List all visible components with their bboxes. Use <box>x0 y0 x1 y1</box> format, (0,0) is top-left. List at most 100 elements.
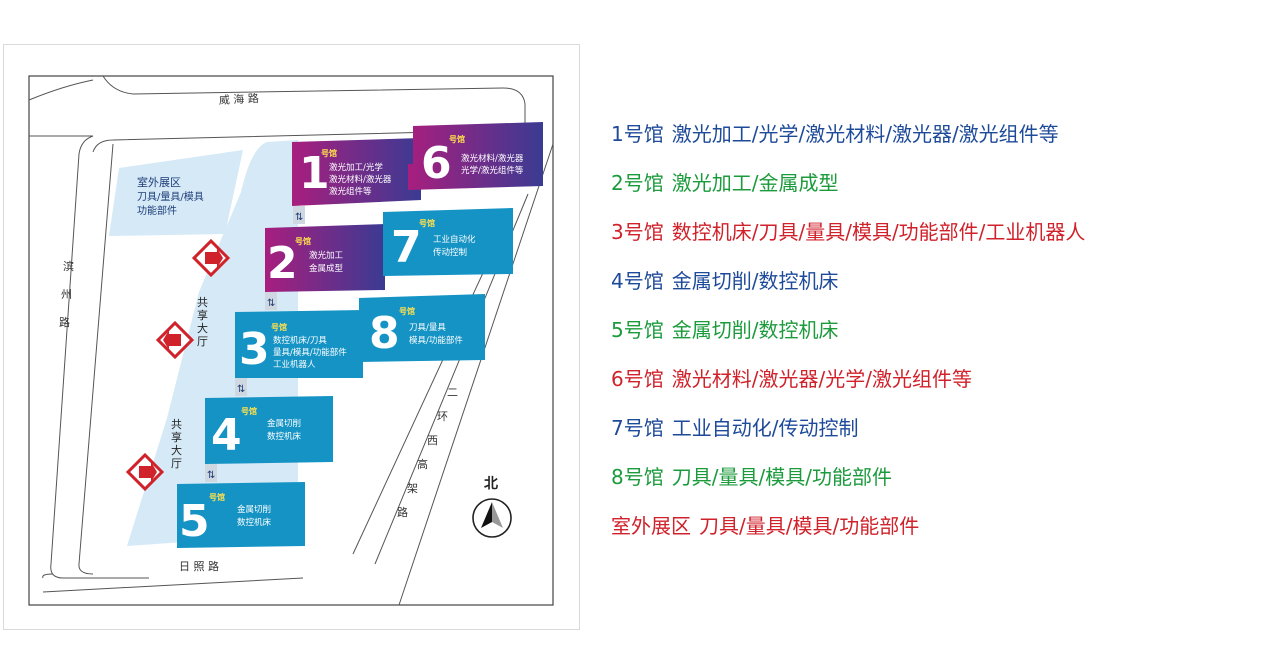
hall-desc: 数控机床 <box>237 517 272 528</box>
legend-item: 8号馆刀具/量具/模具/功能部件 <box>611 461 1085 510</box>
hall-5[interactable]: 5 号馆 金属切削 数控机床 <box>177 482 305 548</box>
hall-desc: 刀具/量具 <box>409 323 446 333</box>
legend-text: 工业自动化/传动控制 <box>671 416 859 440</box>
hall-6[interactable]: 6 号馆 激光材料/激光器 光学/激光组件等 <box>408 122 543 190</box>
hall-desc: 模具/功能部件 <box>409 335 463 346</box>
escalator-icon: ⇅ <box>295 212 303 223</box>
lobby-label-char: 大 <box>171 443 182 457</box>
lobby-label-bottom: 共 享 大 厅 <box>171 418 182 470</box>
site-boundary <box>28 75 554 606</box>
hall-2[interactable]: 2 号馆 激光加工 金属成型 <box>265 224 385 292</box>
escalator-icon: ⇅ <box>207 470 215 481</box>
hall-desc: 金属切削 <box>237 504 271 515</box>
hall-number: 6 <box>421 138 452 189</box>
legend-item: 4号馆金属切削/数控机床 <box>611 265 1085 314</box>
compass-label: 北 <box>484 476 498 492</box>
outdoor-area[interactable] <box>109 150 243 236</box>
legend-hall: 室外展区 <box>611 514 691 538</box>
legend-hall: 2号馆 <box>611 171 664 195</box>
road-east-edge-1 <box>398 143 554 606</box>
lobby-label-char: 享 <box>197 308 208 322</box>
hall-desc: 工业机器人 <box>273 359 316 370</box>
hall-tag: 号馆 <box>271 322 287 332</box>
hall-number: 5 <box>179 496 210 547</box>
hall-desc: 数控机床/刀具 <box>273 335 327 346</box>
escalator-icon <box>205 464 217 482</box>
entrance-arrow-icon <box>163 330 181 350</box>
hall-1[interactable]: 1 号馆 激光加工/光学 激光材料/激光器 激光组件等 <box>292 138 421 206</box>
legend-text: 刀具/量具/模具/功能部件 <box>699 514 920 538</box>
road-label-east-char: 西 <box>427 434 438 447</box>
road-label-east: 二 环 西 高 架 路 <box>397 386 458 519</box>
legend-hall: 1号馆 <box>611 122 664 146</box>
escalator-icon <box>293 206 305 224</box>
road-west-edge-outer <box>29 135 149 579</box>
road-label-east-char: 二 <box>447 386 458 399</box>
hall-7[interactable]: 7 号馆 工业自动化 传动控制 <box>383 208 513 276</box>
legend-item: 6号馆激光材料/激光器/光学/激光组件等 <box>611 363 1085 412</box>
legend-hall: 5号馆 <box>611 318 664 342</box>
hall-tag: 号馆 <box>449 134 465 144</box>
north-arrow-icon <box>481 502 492 528</box>
legend-text: 刀具/量具/模具/功能部件 <box>671 465 892 489</box>
hall-3[interactable]: 3 号馆 数控机床/刀具 量具/模具/功能部件 工业机器人 <box>235 310 363 378</box>
outdoor-title: 室外展区 <box>137 175 181 189</box>
hall-desc: 激光材料/激光器 <box>461 153 524 164</box>
hall-desc: 激光加工 <box>309 250 344 261</box>
north-arrow-icon <box>492 502 503 528</box>
hall-number: 2 <box>267 238 298 289</box>
hall-tag: 号馆 <box>209 492 225 502</box>
hall-desc: 金属成型 <box>309 263 344 274</box>
road-label-south: 日 照 路 <box>179 560 219 573</box>
hall-number: 1 <box>299 148 330 199</box>
hall-desc: 光学/激光组件等 <box>461 165 524 176</box>
legend-text: 数控机床/刀具/量具/模具/功能部件/工业机器人 <box>671 220 1086 244</box>
outdoor-line1: 刀具/量具/模具 <box>137 191 204 203</box>
hall-number: 8 <box>369 308 400 359</box>
lobby-label-top: 共 享 大 厅 <box>197 296 208 348</box>
hall-desc: 激光材料/激光器 <box>329 174 392 185</box>
road-label-west-char: 路 <box>59 316 70 329</box>
legend-text: 金属切削/数控机床 <box>671 269 839 293</box>
legend-item: 7号馆工业自动化/传动控制 <box>611 412 1085 461</box>
north-compass: 北 <box>472 476 512 538</box>
hall-number: 3 <box>239 324 270 375</box>
road-label-east-char: 架 <box>407 482 418 495</box>
road-label-north: 威 海 路 <box>218 91 259 107</box>
hall-desc: 激光加工/光学 <box>329 162 383 173</box>
hall-legend: 1号馆激光加工/光学/激光材料/激光器/激光组件等 2号馆激光加工/金属成型 3… <box>611 118 1085 559</box>
lobby-label-char: 大 <box>197 321 208 335</box>
lobby-label-char: 厅 <box>197 335 208 348</box>
road-label-west-char: 滨 <box>63 259 74 273</box>
road-label-west: 滨 州 路 <box>59 259 74 329</box>
hall-desc: 传动控制 <box>433 247 467 258</box>
lobby-label-char: 享 <box>171 430 182 444</box>
escalator-icon: ⇅ <box>237 384 245 395</box>
lobby-label-char: 共 <box>171 418 182 431</box>
road-label-east-char: 高 <box>417 457 428 471</box>
road-south-edge <box>42 573 304 593</box>
escalator-icon <box>235 378 247 396</box>
hall-tag: 号馆 <box>419 218 435 228</box>
legend-hall: 4号馆 <box>611 269 664 293</box>
road-label-east-char: 路 <box>397 506 408 519</box>
lobby-label-char: 共 <box>197 296 208 309</box>
outdoor-line2: 功能部件 <box>137 204 177 217</box>
road-east-edge-3 <box>352 233 502 555</box>
road-label-east-char: 环 <box>437 410 448 423</box>
legend-item: 5号馆金属切削/数控机床 <box>611 314 1085 363</box>
hall-8[interactable]: 8 号馆 刀具/量具 模具/功能部件 <box>359 294 485 362</box>
legend-hall: 6号馆 <box>611 367 664 391</box>
hall-desc: 数控机床 <box>267 431 302 442</box>
hall-desc: 激光组件等 <box>329 186 372 197</box>
legend-hall: 8号馆 <box>611 465 664 489</box>
legend-text: 金属切削/数控机床 <box>671 318 839 342</box>
hall-tag: 号馆 <box>295 236 311 246</box>
road-label-west-char: 州 <box>61 288 72 301</box>
legend-item: 1号馆激光加工/光学/激光材料/激光器/激光组件等 <box>611 118 1085 167</box>
legend-item: 2号馆激光加工/金属成型 <box>611 167 1085 216</box>
road-west-edge-inner <box>78 143 114 575</box>
hall-tag: 号馆 <box>241 406 257 416</box>
legend-item: 室外展区刀具/量具/模具/功能部件 <box>611 510 1085 559</box>
hall-4[interactable]: 4 号馆 金属切削 数控机床 <box>205 396 333 464</box>
